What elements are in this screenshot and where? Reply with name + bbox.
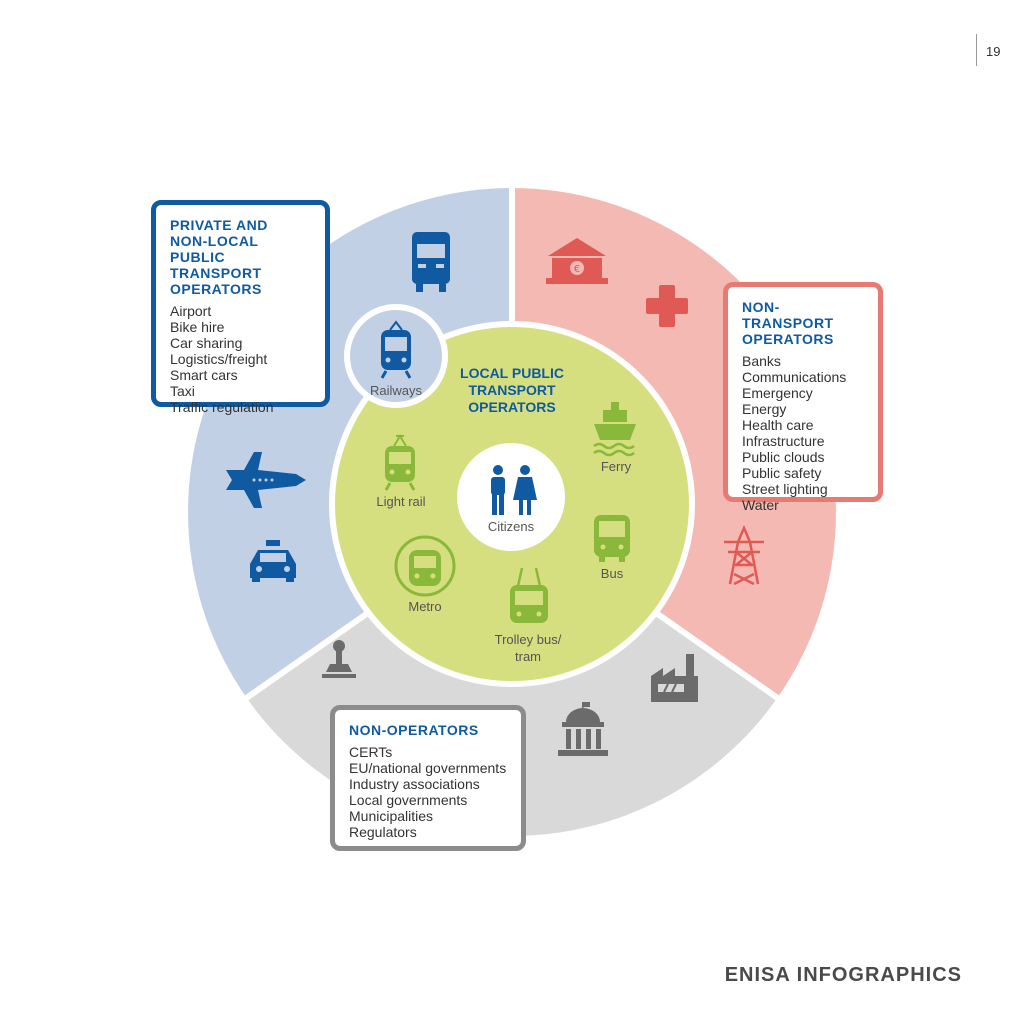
list-item: Industry associations <box>349 776 480 792</box>
bus-icon <box>594 515 630 562</box>
list-item: Energy <box>742 401 787 417</box>
list-item: Municipalities <box>349 808 434 824</box>
non-transport-operators-box: NON-TRANSPORT OPERATORS Banks Communicat… <box>723 282 883 513</box>
non-transport-title: NON-TRANSPORT OPERATORS <box>742 299 834 347</box>
trolleybus-icon <box>510 567 548 623</box>
trolley-label-line-2: tram <box>515 649 541 664</box>
metro-icon <box>394 535 456 597</box>
train-icon <box>380 320 412 379</box>
list-item: Local governments <box>349 792 468 808</box>
bank-icon: € <box>546 238 608 284</box>
factory-icon <box>651 654 698 702</box>
list-item: Infrastructure <box>742 433 825 449</box>
list-item: Health care <box>742 417 814 433</box>
list-item: Airport <box>170 303 212 319</box>
list-item: Banks <box>742 353 781 369</box>
page-number-rule <box>976 34 977 66</box>
list-item: Car sharing <box>170 335 243 351</box>
metro-label: Metro <box>408 599 441 614</box>
airplane-icon <box>226 452 306 508</box>
private-transport-list: Airport Bike hire Car sharing Logistics/… <box>170 303 313 415</box>
list-item: Street lighting <box>742 481 828 497</box>
taxi-icon <box>250 540 296 582</box>
center-title-line-3: OPERATORS <box>468 399 555 415</box>
railways-label: Railways <box>370 383 423 398</box>
light-rail-label: Light rail <box>376 494 425 509</box>
list-item: Regulators <box>349 824 417 840</box>
list-item: Public clouds <box>742 449 825 465</box>
list-item: Water <box>742 497 779 513</box>
non-operators-list: CERTs EU/national governments Industry a… <box>349 744 509 840</box>
truck-icon <box>412 232 450 292</box>
list-item: Communications <box>742 369 847 385</box>
private-transport-title: PRIVATE AND NON-LOCAL PUBLIC TRANSPORT O… <box>170 217 268 297</box>
list-item: Logistics/freight <box>170 351 268 367</box>
footer-title: ENISA INFOGRAPHICS <box>724 964 962 986</box>
svg-text:€: € <box>574 264 580 275</box>
private-transport-operators-box: PRIVATE AND NON-LOCAL PUBLIC TRANSPORT O… <box>151 200 330 415</box>
ferry-label: Ferry <box>601 459 632 474</box>
non-transport-list: Banks Communications Emergency Energy He… <box>742 353 866 513</box>
list-item: Public safety <box>742 465 822 481</box>
power-pylon-icon <box>724 524 764 586</box>
trolley-label-line-1: Trolley bus/ <box>495 632 562 647</box>
citizens-label: Citizens <box>488 519 535 534</box>
list-item: Bike hire <box>170 319 225 335</box>
list-item: Traffic regulation <box>170 399 274 415</box>
non-operators-box: NON-OPERATORS CERTs EU/national governme… <box>330 705 526 851</box>
citizens-circle <box>457 443 565 551</box>
list-item: Smart cars <box>170 367 238 383</box>
bus-label: Bus <box>601 566 624 581</box>
list-item: Emergency <box>742 385 813 401</box>
center-title-line-1: LOCAL PUBLIC <box>460 365 564 381</box>
citizens-icon <box>491 465 537 515</box>
tram-icon <box>384 434 416 491</box>
list-item: CERTs <box>349 744 393 760</box>
list-item: Taxi <box>170 383 195 399</box>
government-building-icon <box>558 702 608 756</box>
non-operators-title: NON-OPERATORS <box>349 722 479 738</box>
center-title-line-2: TRANSPORT <box>468 382 556 398</box>
list-item: EU/national governments <box>349 760 507 776</box>
page-number: 19 <box>986 44 1001 59</box>
health-cross-icon <box>646 285 688 327</box>
ferry-icon <box>593 402 636 457</box>
stamp-icon <box>322 640 356 678</box>
